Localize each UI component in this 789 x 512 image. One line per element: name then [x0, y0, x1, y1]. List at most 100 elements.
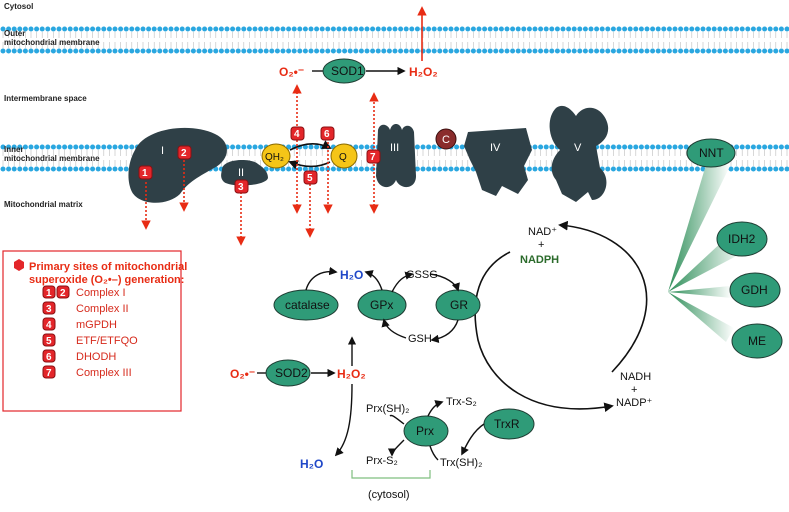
qh2-shape	[261, 143, 291, 169]
trxr-label: TrxR	[494, 417, 520, 431]
q-label: Q	[339, 152, 347, 163]
superoxide-matrix: O₂•⁻	[230, 367, 255, 381]
gsh-label: GSH	[408, 333, 432, 345]
legend-badge: 4	[46, 320, 52, 331]
nad-plus-label: NAD⁺	[528, 226, 557, 238]
site-badge-7: 7	[366, 149, 381, 164]
nnt-fan	[668, 158, 730, 292]
gssg-label: GSSG	[406, 269, 438, 281]
q-shape	[330, 143, 358, 169]
legend-marker-icon	[14, 259, 24, 271]
q-cycle-arrow-top	[289, 140, 332, 151]
gssg-to-gr-arrow	[429, 273, 460, 292]
superoxide-ims: O₂•⁻	[279, 65, 304, 79]
nadph-consumption-arrow	[474, 251, 614, 413]
h2o2-ims: H₂O₂	[409, 65, 438, 79]
sod1-label: SOD1	[331, 64, 364, 78]
legend-box	[2, 250, 182, 412]
prx-s2-label: Prx-S₂	[366, 455, 398, 467]
nadph-label: NADPH	[520, 254, 559, 266]
site-badge-1: 1	[138, 165, 153, 180]
inner-membrane-label-line1: Inner	[4, 145, 24, 154]
gsh-to-gpx-arrow	[381, 318, 407, 339]
prx-enzyme	[403, 415, 449, 447]
gdh-label: GDH	[741, 283, 768, 297]
legend-item-label: DHODH	[76, 351, 116, 363]
prx-to-prxsh2-link	[389, 414, 405, 425]
legend-item-label: Complex I	[76, 287, 126, 299]
legend-title-line1: Primary sites of mitochondrial	[29, 261, 187, 273]
site-badge-6: 6	[320, 126, 335, 141]
legend-item: 6 DHODH	[42, 349, 116, 363]
h2o-bottom: H₂O	[300, 457, 323, 471]
plus-sign-top: +	[538, 239, 544, 251]
complex-iii-label: III	[390, 142, 399, 154]
me-fan	[668, 292, 734, 342]
cytochrome-c-label: C	[442, 134, 450, 146]
cytosol-bracket	[351, 470, 431, 479]
sod2-label: SOD2	[275, 366, 308, 380]
h2o2-matrix: H₂O₂	[337, 367, 366, 381]
legend-item-label: Complex II	[76, 303, 129, 315]
qh2-label: QH₂	[265, 152, 284, 163]
idh2-enzyme	[716, 221, 768, 257]
gdh-enzyme	[729, 272, 781, 308]
svg-text:2: 2	[181, 148, 187, 159]
catalase-label: catalase	[285, 298, 330, 312]
legend-badge: 6	[46, 352, 52, 363]
inner-membrane-label-line2: mitochondrial membrane	[4, 154, 100, 163]
legend-title-line2: superoxide (O₂•–) generation:	[29, 274, 184, 286]
gr-to-gsh-arrow	[430, 319, 459, 344]
idh2-fan	[668, 240, 744, 292]
nadph-regeneration-arrow	[558, 220, 648, 373]
legend-item-label: mGPDH	[76, 319, 117, 331]
legend-badge: 3	[46, 304, 52, 315]
h2o-top: H₂O	[340, 268, 363, 282]
svg-text:4: 4	[294, 129, 300, 140]
legend-badge: 2	[60, 288, 66, 299]
gpx-to-h2o-arrow	[364, 270, 383, 291]
matrix-label: Mitochondrial matrix	[4, 200, 83, 209]
site-badge-5: 5	[303, 170, 318, 185]
nnt-label: NNT	[699, 146, 724, 160]
svg-text:3: 3	[238, 182, 244, 193]
site-badge-4: 4	[290, 126, 305, 141]
svg-text:6: 6	[324, 129, 330, 140]
complex-v-label: V	[574, 142, 582, 154]
sod1-enzyme	[322, 58, 366, 84]
complex-iii-shape	[376, 124, 416, 188]
complex-ii-shape	[221, 160, 268, 186]
legend-badge: 7	[46, 368, 52, 379]
trxsh2-to-prx-link	[429, 445, 439, 461]
outer-membrane	[0, 26, 789, 54]
trxr-to-trxsh2-arrow	[461, 423, 485, 456]
trx-sh2-label: Trx(SH)₂	[440, 457, 482, 469]
legend-item: 4 mGPDH	[42, 317, 117, 331]
legend-badge: 1	[46, 288, 52, 299]
h2o2-to-h2o-arrow	[334, 383, 353, 457]
prx-label: Prx	[416, 424, 434, 438]
gpx-to-gssg-arrow	[391, 271, 414, 293]
site-badge-3: 3	[234, 179, 249, 194]
svg-text:1: 1	[142, 168, 148, 179]
complex-ii-label: II	[238, 167, 244, 179]
complex-iv-label: IV	[490, 142, 501, 154]
gdh-fan	[668, 286, 732, 298]
trx-s2-label: Trx-S₂	[446, 396, 477, 408]
cytosol-label: Cytosol	[4, 2, 33, 11]
intermembrane-space-label: Intermembrane space	[4, 94, 87, 103]
complex-i-shape	[128, 127, 227, 203]
nnt-enzyme	[686, 138, 736, 168]
idh2-label: IDH2	[728, 232, 756, 246]
cytosol-note: (cytosol)	[368, 489, 410, 501]
gr-label: GR	[450, 298, 468, 312]
me-label: ME	[748, 334, 766, 348]
complex-i-label: I	[161, 145, 164, 157]
superoxide-leak-arrows	[141, 84, 379, 246]
complex-iv-shape	[464, 128, 532, 196]
sod2-enzyme	[265, 359, 311, 387]
prx-to-prxs2-arrow	[387, 439, 405, 457]
catalase-to-h2o-arrow	[305, 266, 338, 291]
